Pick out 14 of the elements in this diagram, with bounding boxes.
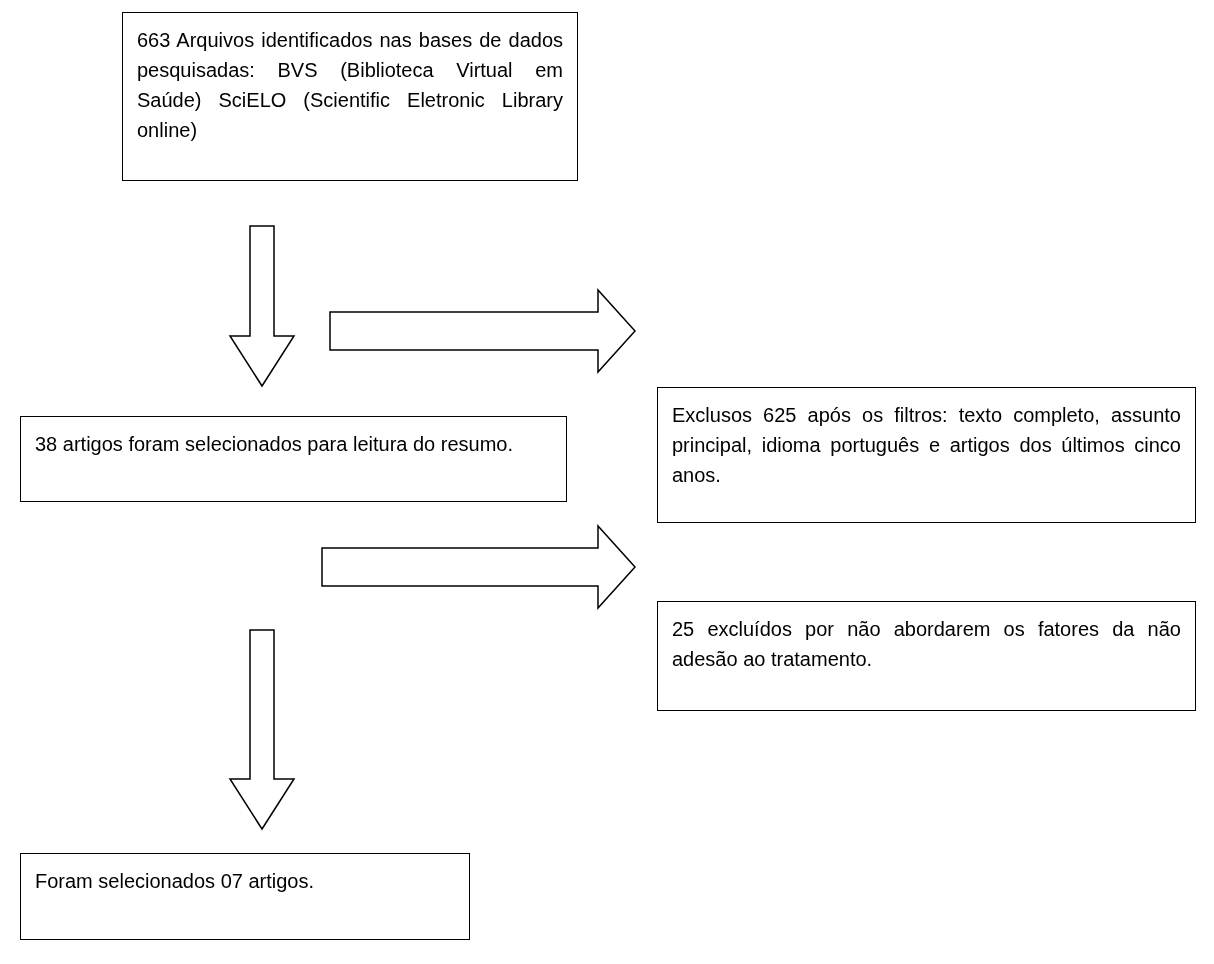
- block-arrow: [228, 225, 296, 388]
- box-text: 25 excluídos por não abordarem os fatores da não adesão ao tratamento.: [672, 617, 1181, 672]
- block-arrow: [228, 629, 296, 831]
- block-arrow: [329, 288, 636, 374]
- box-text: 663 Arquivos identificados nas bases de dados pesquisadas: BVS (Biblioteca Virtual em Saúde) SciELO (Scientific Eletronic Library online): [137, 28, 563, 143]
- box-text: Foram selecionados 07 artigos.: [35, 869, 316, 894]
- box-text: 38 artigos foram selecionados para leitura do resumo.: [35, 432, 515, 457]
- box-text: Exclusos 625 após os filtros: texto completo, assunto principal, idioma português e artigos dos últimos cinco anos.: [672, 403, 1181, 488]
- process-box: [657, 601, 1196, 711]
- process-box: [20, 853, 470, 940]
- process-box: [20, 416, 567, 502]
- block-arrow: [321, 524, 636, 610]
- process-box: [657, 387, 1196, 523]
- process-box: [122, 12, 578, 181]
